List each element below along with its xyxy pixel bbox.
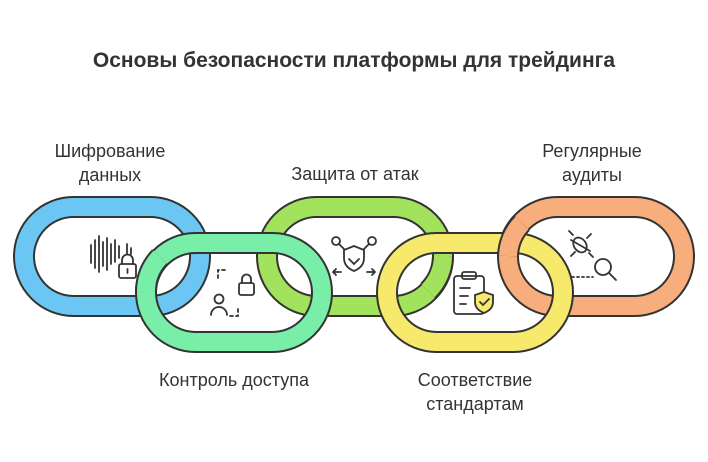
label-access-control: Контроль доступа (159, 370, 309, 390)
chain-link-audits (497, 196, 695, 317)
soundwave-lock-icon (90, 235, 137, 279)
shield-network-icon (331, 236, 377, 276)
chain-link-compliance (376, 232, 574, 353)
chain-link-encryption (13, 196, 211, 317)
label-audits: Регулярные аудиты (542, 141, 642, 185)
user-lock-icon (210, 269, 255, 317)
label-encryption: Шифрование данных (54, 141, 166, 185)
diagram-title: Основы безопасности платформы для трейди… (92, 49, 616, 72)
label-attack-protection: Защита от атак (291, 164, 419, 184)
bug-search-icon (568, 230, 617, 281)
label-compliance: Соответствие стандартам (417, 370, 533, 414)
chain-link-access-control (135, 232, 333, 353)
clipboard-shield-icon (453, 271, 494, 315)
